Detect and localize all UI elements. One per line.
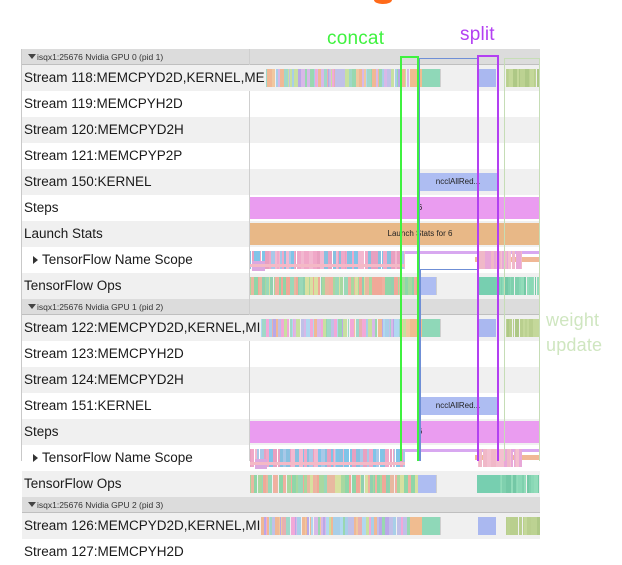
timeline-track[interactable] [250,117,540,143]
row-label-text: TensorFlow Name Scope [42,252,193,267]
timeline-row-label: TensorFlow Ops [24,471,123,497]
timeline-row[interactable]: Stream 126:MEMCPYD2D,KERNEL,MI [22,513,540,539]
timeline-track[interactable] [250,471,540,497]
row-label-text: Stream 151:KERNEL [24,398,152,413]
timeline-track[interactable] [250,273,540,299]
row-label-text: TensorFlow Ops [24,476,122,491]
annotation-weight-update: weight update [546,308,602,358]
timeline-track[interactable] [250,341,540,367]
timeline-track[interactable]: ncclAllRed... [250,393,540,419]
timeline-track[interactable]: ncclAllRed... [250,169,540,195]
collapse-triangle-icon[interactable] [28,54,36,59]
expand-triangle-icon[interactable] [33,454,38,462]
timeline-row[interactable]: Stream 124:MEMCPYD2H [22,367,540,393]
timeline-row[interactable]: Stream 118:MEMCPYD2D,KERNEL,ME [22,65,540,91]
timeline-row[interactable]: Stream 120:MEMCPYD2H [22,117,540,143]
steps-bar-label: 6 [417,203,423,212]
timeline-row[interactable]: TensorFlow Name Scope [22,247,540,273]
annotation-weight-line1: weight [546,310,600,330]
timeline-row[interactable]: Stream 119:MEMCPYH2D [22,91,540,117]
timeline-track[interactable] [250,513,540,539]
timeline-row[interactable]: Steps 6 [22,195,540,221]
timeline-row[interactable]: Launch Stats Launch Stats for 6 [22,221,540,247]
group-header-label: isqx1:25676 Nvidia GPU 1 (pid 2) [37,301,164,312]
timeline-track[interactable] [250,91,540,117]
row-label-text: Stream 119:MEMCPYH2D [24,96,183,111]
timeline-track[interactable] [250,65,540,91]
timeline-row-label: Stream 122:MEMCPYD2D,KERNEL,MI [24,315,262,341]
timeline-row-label: TensorFlow Ops [24,273,123,299]
task-bar-label: ncclAllRed... [435,177,481,186]
timeline-row-label: Stream 126:MEMCPYD2D,KERNEL,MI [24,513,262,539]
timeline-row[interactable]: TensorFlow Name Scope [22,445,540,471]
timeline-track[interactable] [250,539,540,565]
annotation-split: split [460,24,495,45]
row-label-text: Stream 123:MEMCPYH2D [24,346,184,361]
expand-triangle-icon[interactable] [33,256,38,264]
row-label-text: Stream 121:MEMCPYP2P [24,148,183,163]
timeline-row-label: Stream 120:MEMCPYD2H [24,117,185,143]
timeline-row[interactable]: Steps 6 [22,419,540,445]
group-header-gpu-2[interactable]: isqx1:25676 Nvidia GPU 2 (pid 3) [22,497,540,513]
annotation-weight-line2: update [546,335,603,355]
group-header-gpu-0[interactable]: isqx1:25676 Nvidia GPU 0 (pid 1) [22,49,540,65]
row-label-text: Steps [24,200,59,215]
row-label-text: Stream 120:MEMCPYD2H [24,122,184,137]
timeline-row[interactable]: TensorFlow Ops [22,471,540,497]
collapse-triangle-icon[interactable] [28,304,36,309]
timeline-row[interactable]: Stream 127:MEMCPYH2D [22,539,540,565]
timeline-track[interactable] [250,247,540,273]
timeline-divider [249,49,250,461]
timeline-row-label: Steps [24,195,60,221]
row-label-text: TensorFlow Ops [24,278,122,293]
trace-timeline-panel[interactable]: isqx1:25676 Nvidia GPU 0 (pid 1) Stream 1… [21,49,540,565]
timeline-row[interactable]: Stream 123:MEMCPYH2D [22,341,540,367]
row-label-text: Steps [24,424,59,439]
timeline-row-label: Stream 121:MEMCPYP2P [24,143,184,169]
collapse-triangle-icon[interactable] [28,502,36,507]
timeline-row-label: Stream 118:MEMCPYD2D,KERNEL,ME [24,65,266,91]
timeline-track[interactable]: Launch Stats for 6 [250,221,540,247]
timeline-track[interactable]: 6 [250,195,540,221]
timeline-row-label: Stream 124:MEMCPYD2H [24,367,185,393]
timeline-row-label: Stream 151:KERNEL [24,393,153,419]
timeline-row-label: Stream 119:MEMCPYH2D [24,91,184,117]
timeline-row[interactable]: Stream 121:MEMCPYP2P [22,143,540,169]
timeline-row-label: TensorFlow Name Scope [24,247,194,273]
timeline-track[interactable] [250,315,540,341]
timeline-row[interactable]: Stream 151:KERNEL ncclAllRed... [22,393,540,419]
launch-stats-bar-label: Launch Stats for 6 [387,229,453,238]
timeline-row[interactable]: TensorFlow Ops [22,273,540,299]
row-label-text: Stream 122:MEMCPYD2D,KERNEL,MI [24,320,261,335]
task-bar-label: ncclAllRed... [435,401,481,410]
group-header-label: isqx1:25676 Nvidia GPU 0 (pid 1) [37,51,164,62]
annotation-concat: concat [327,28,385,49]
group-header-label: isqx1:25676 Nvidia GPU 2 (pid 3) [37,499,164,510]
timeline-row-label: Launch Stats [24,221,104,247]
row-label-text: TensorFlow Name Scope [42,450,193,465]
timeline-track[interactable] [250,143,540,169]
timeline-row-label: Stream 150:KERNEL [24,169,153,195]
row-label-text: Stream 118:MEMCPYD2D,KERNEL,ME [24,70,265,85]
timeline-row-label: Stream 127:MEMCPYH2D [24,539,185,565]
steps-bar-label: 6 [417,427,423,436]
orange-marker-icon [374,0,392,4]
timeline-track[interactable] [250,367,540,393]
timeline-row[interactable]: Stream 150:KERNEL ncclAllRed... [22,169,540,195]
timeline-row[interactable]: Stream 122:MEMCPYD2D,KERNEL,MI [22,315,540,341]
timeline-row-label: Stream 123:MEMCPYH2D [24,341,185,367]
row-label-text: Launch Stats [24,226,103,241]
row-label-text: Stream 126:MEMCPYD2D,KERNEL,MI [24,518,261,533]
row-label-text: Stream 124:MEMCPYD2H [24,372,184,387]
timeline-row-label: Steps [24,419,60,445]
timeline-row-label: TensorFlow Name Scope [24,445,194,471]
row-label-text: Stream 127:MEMCPYH2D [24,544,184,559]
timeline-track[interactable] [250,445,540,471]
row-label-text: Stream 150:KERNEL [24,174,152,189]
timeline-track[interactable]: 6 [250,419,540,445]
group-header-gpu-1[interactable]: isqx1:25676 Nvidia GPU 1 (pid 2) [22,299,540,315]
